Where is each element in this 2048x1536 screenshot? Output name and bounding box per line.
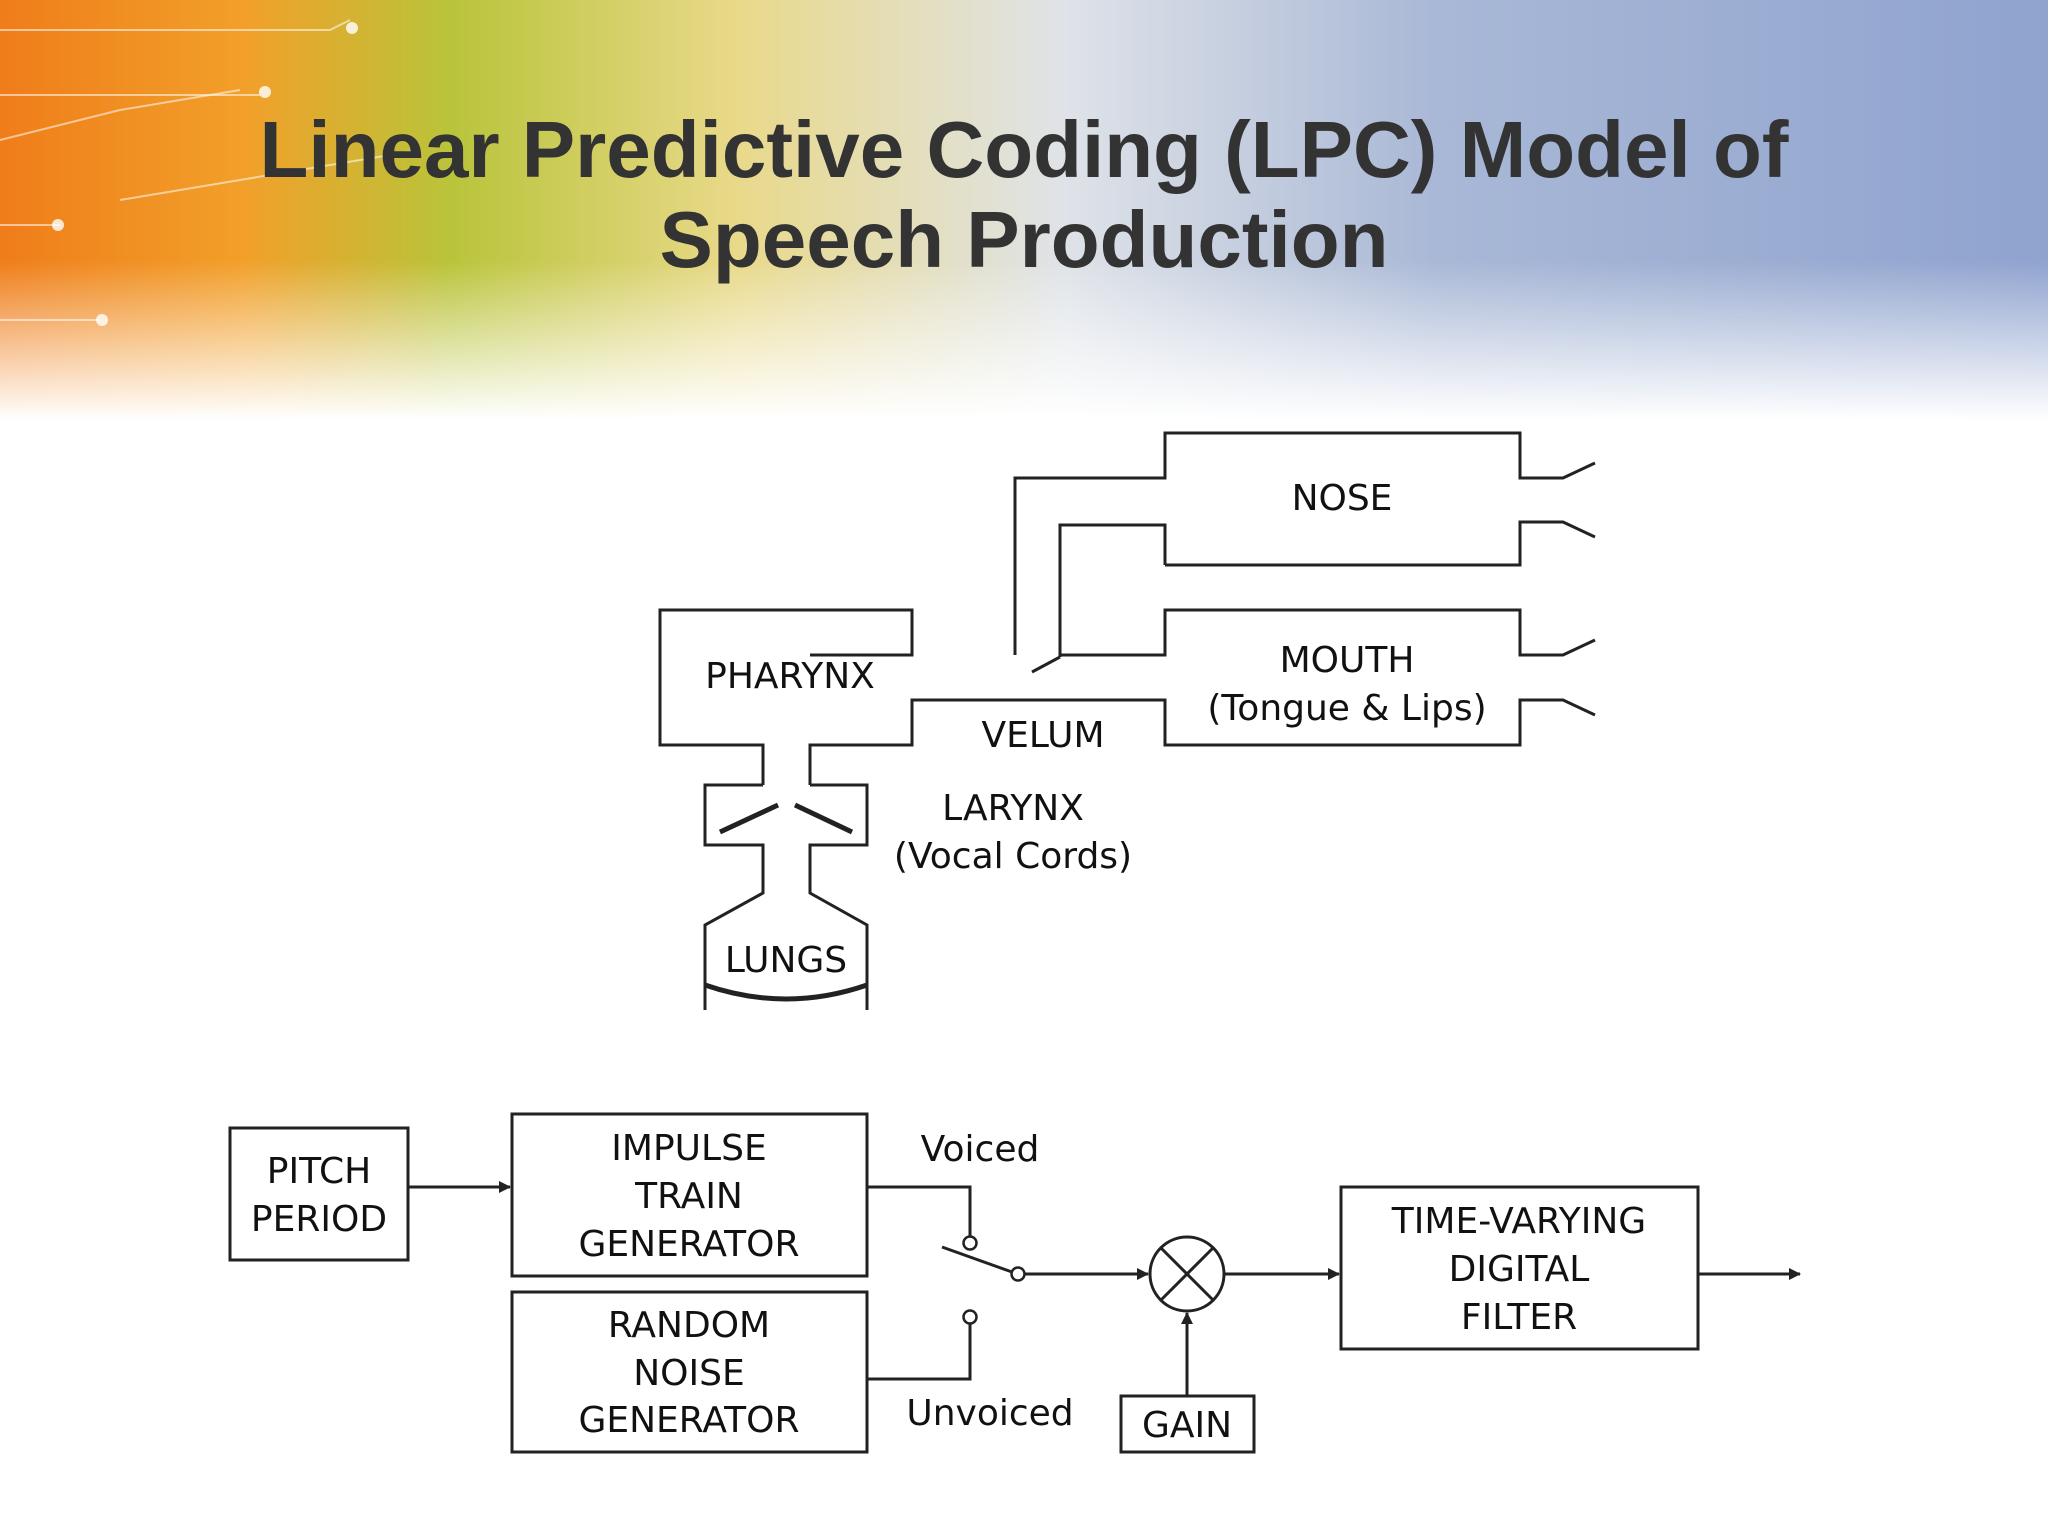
impulse-train-generator-box [510,1112,869,1278]
pharynx-label: PHARYNX [705,656,875,697]
lungs-label: LUNGS [725,940,847,981]
larynx-label: LARYNX [942,788,1084,829]
circuit-decoration [0,19,421,326]
voiced-path [867,1185,972,1236]
vocal-cord-left [718,802,780,835]
vocal-cord-right [793,802,854,835]
filter-label-1: TIME-VARYING [1391,1201,1646,1242]
unvoiced-path [867,1324,972,1381]
slide-title-line-2: Speech Production [659,195,1389,284]
slide-header-banner: Linear Predictive Coding (LPC) Model of … [0,0,2048,420]
random-noise-label-1: RANDOM [608,1305,770,1346]
nasal-passage-outer [1013,431,1596,655]
pitch-period-label-2: PERIOD [251,1199,387,1240]
filter-label-2: DIGITAL [1449,1249,1590,1290]
pitch-period-box [228,1126,410,1262]
anatomy-labels: NOSE MOUTH (Tongue & Lips) PHARYNX VELUM… [705,478,1486,981]
mouth-label: MOUTH [1280,640,1415,681]
larynx-right [808,783,869,1010]
lpc-block-diagram: PITCH PERIOD IMPULSE TRAIN GENERATOR RAN… [228,1112,1801,1454]
mouth-upper-outline [1060,608,1596,657]
impulse-train-label-1: IMPULSE [611,1128,766,1169]
vocal-tract-outline [658,431,1596,1010]
slide-title: Linear Predictive Coding (LPC) Model of … [0,105,2048,285]
random-noise-label-2: NOISE [633,1353,744,1394]
random-noise-label-3: GENERATOR [578,1400,799,1441]
filter-label-3: FILTER [1461,1297,1577,1338]
nose-label: NOSE [1292,478,1393,519]
unvoiced-contact [962,1309,978,1325]
gain-label: GAIN [1142,1405,1232,1446]
larynx-sublabel: (Vocal Cords) [894,836,1132,877]
pharynx-outline [658,608,914,785]
multiplier-icon [1148,1235,1226,1313]
slide-title-line-1: Linear Predictive Coding (LPC) Model of [259,105,1789,194]
lungs-diaphragm [704,982,868,1002]
random-noise-generator-box [510,1290,869,1454]
larynx-left [703,783,765,1010]
impulse-train-label-3: GENERATOR [578,1224,799,1265]
impulse-train-label-2: TRAIN [634,1176,743,1217]
time-varying-digital-filter-box [1339,1185,1700,1351]
velum-flap [1058,523,1167,657]
nose-lower-outline [1165,520,1596,567]
switch-arm [941,1245,1013,1274]
velum-label: VELUM [981,715,1104,756]
pitch-period-label-1: PITCH [267,1151,371,1192]
unvoiced-label: Unvoiced [906,1393,1073,1434]
switch-pivot [1010,1266,1026,1282]
mouth-lower-outline [1163,698,1596,747]
voiced-contact [962,1235,978,1251]
voiced-label: Voiced [921,1129,1040,1170]
velum-tip [1031,655,1061,674]
mouth-sublabel: (Tongue & Lips) [1207,688,1486,729]
